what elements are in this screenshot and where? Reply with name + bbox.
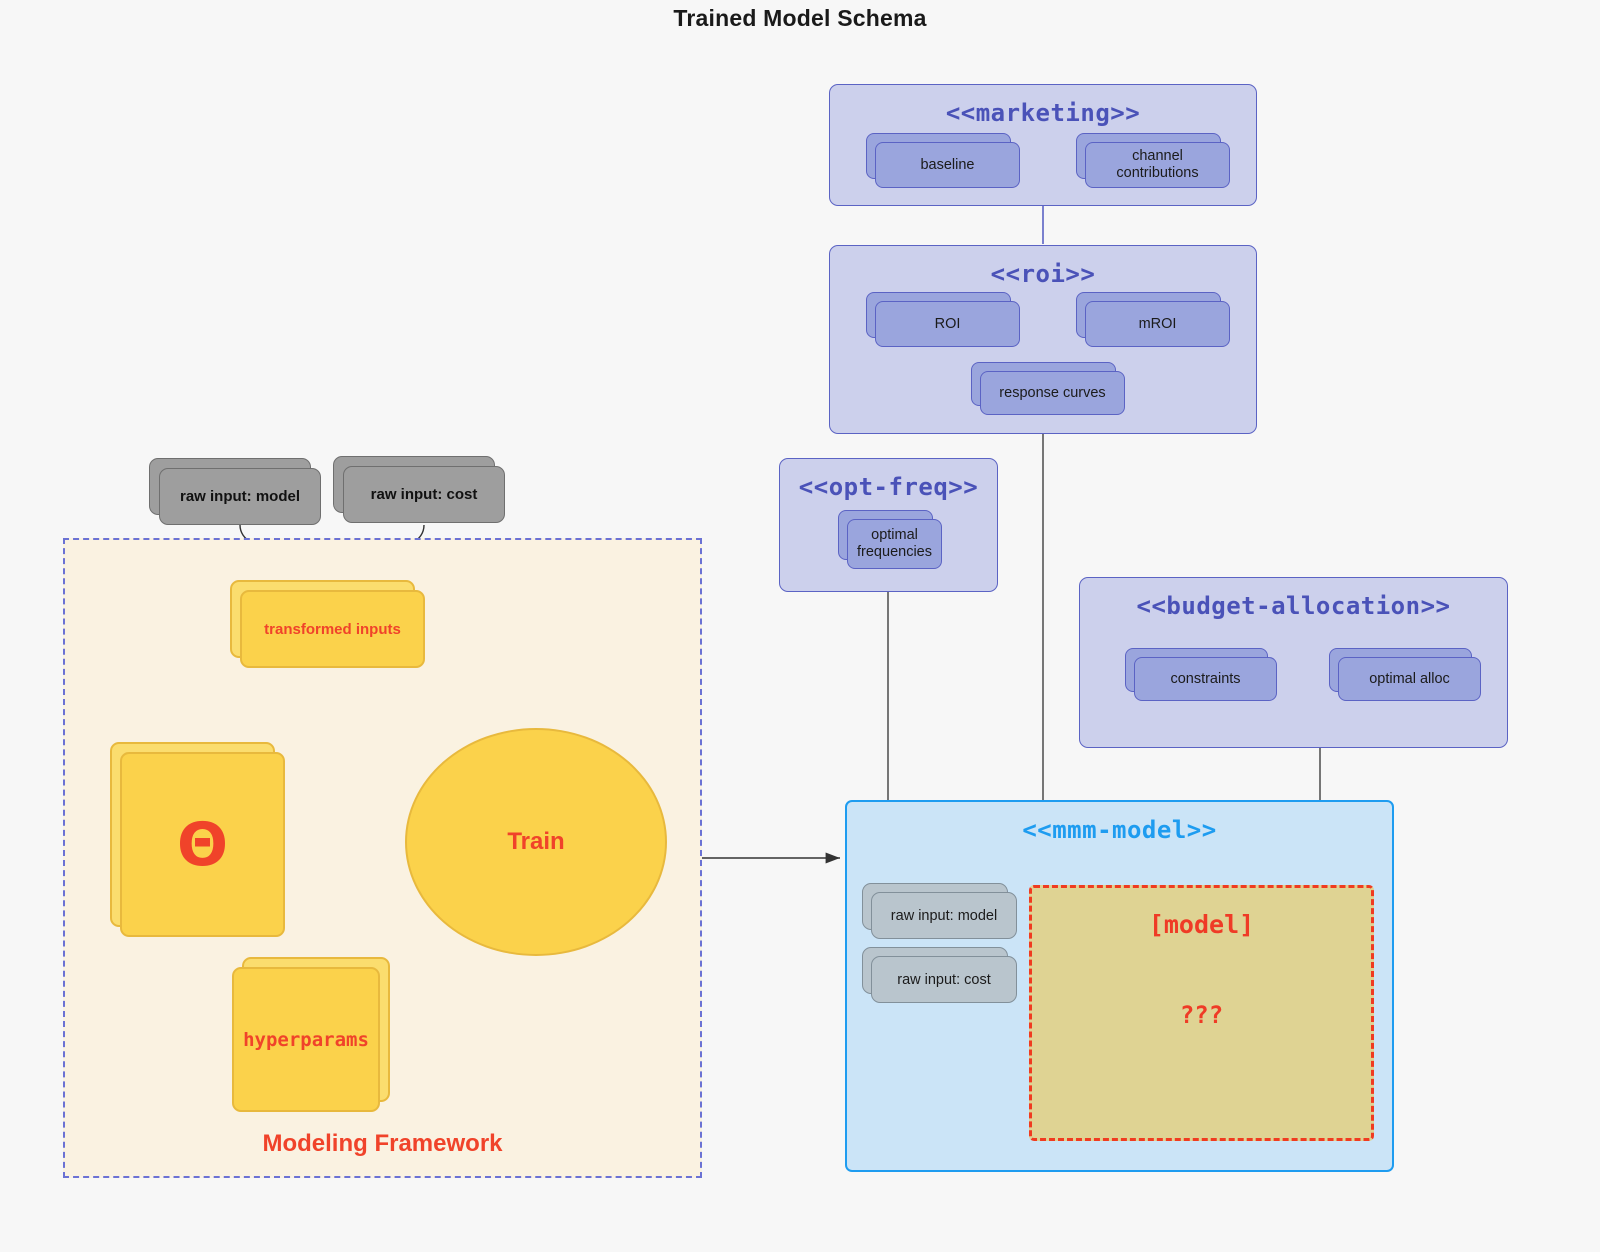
node-mmm-raw-input-model[interactable]: raw input: model [862, 883, 1017, 939]
node-constraints-label: constraints [1134, 657, 1277, 701]
model-placeholder-label: [model] [1148, 910, 1255, 939]
node-optimal-alloc-label: optimal alloc [1338, 657, 1481, 701]
node-baseline-label: baseline [875, 142, 1020, 188]
train-ellipse[interactable]: Train [405, 728, 667, 956]
node-mroi-label: mROI [1085, 301, 1230, 347]
transformed-inputs-box[interactable]: transformed inputs [230, 580, 425, 668]
node-response-curves-label: response curves [980, 371, 1125, 415]
package-budget-allocation[interactable]: <<budget-allocation>> constraints optima… [1079, 577, 1508, 748]
node-mmm-raw-input-cost[interactable]: raw input: cost [862, 947, 1017, 1003]
transformed-inputs-label: transformed inputs [240, 590, 425, 668]
page-title: Trained Model Schema [673, 5, 927, 31]
hyperparams-label: hyperparams [232, 967, 380, 1112]
node-mmm-raw-input-model-label: raw input: model [871, 892, 1017, 939]
modeling-framework-label: Modeling Framework [262, 1130, 503, 1157]
raw-input-model-box[interactable]: raw input: model [149, 458, 321, 525]
hyperparams-box[interactable]: hyperparams [232, 957, 390, 1112]
package-roi[interactable]: <<roi>> ROI mROI response curves [829, 245, 1257, 434]
node-constraints[interactable]: constraints [1125, 648, 1277, 701]
raw-input-cost-box[interactable]: raw input: cost [333, 456, 505, 523]
node-optimal-frequencies-label: optimal frequencies [847, 519, 942, 569]
node-optimal-frequencies[interactable]: optimal frequencies [838, 510, 942, 569]
node-optimal-alloc[interactable]: optimal alloc [1329, 648, 1481, 701]
node-channel-contributions-label: channel contributions [1085, 142, 1230, 188]
package-budget-allocation-title: <<budget-allocation>> [1136, 592, 1451, 620]
train-label: Train [507, 828, 565, 855]
theta-box[interactable]: Θ [110, 742, 285, 937]
model-placeholder-box[interactable]: [model] ??? [1029, 885, 1374, 1141]
node-mroi[interactable]: mROI [1076, 292, 1230, 347]
node-roi-label: ROI [875, 301, 1020, 347]
node-mmm-raw-input-cost-label: raw input: cost [871, 956, 1017, 1003]
package-mmm-model-title: <<mmm-model>> [1022, 816, 1217, 844]
node-channel-contributions[interactable]: channel contributions [1076, 133, 1230, 188]
raw-input-model-label: raw input: model [159, 468, 321, 525]
package-mmm-model[interactable]: <<mmm-model>> raw input: model raw input… [845, 800, 1394, 1172]
node-roi[interactable]: ROI [866, 292, 1020, 347]
node-baseline[interactable]: baseline [866, 133, 1020, 188]
package-opt-freq-title: <<opt-freq>> [798, 473, 979, 501]
model-unknown-label: ??? [1179, 1001, 1224, 1029]
package-marketing[interactable]: <<marketing>> baseline channel contribut… [829, 84, 1257, 206]
package-opt-freq[interactable]: <<opt-freq>> optimal frequencies [779, 458, 998, 592]
package-marketing-title: <<marketing>> [945, 99, 1141, 127]
node-response-curves[interactable]: response curves [971, 362, 1125, 415]
raw-input-cost-label: raw input: cost [343, 466, 505, 523]
package-roi-title: <<roi>> [990, 260, 1096, 288]
theta-glyph-label: Θ [176, 809, 228, 880]
theta-symbol: Θ [120, 752, 285, 937]
